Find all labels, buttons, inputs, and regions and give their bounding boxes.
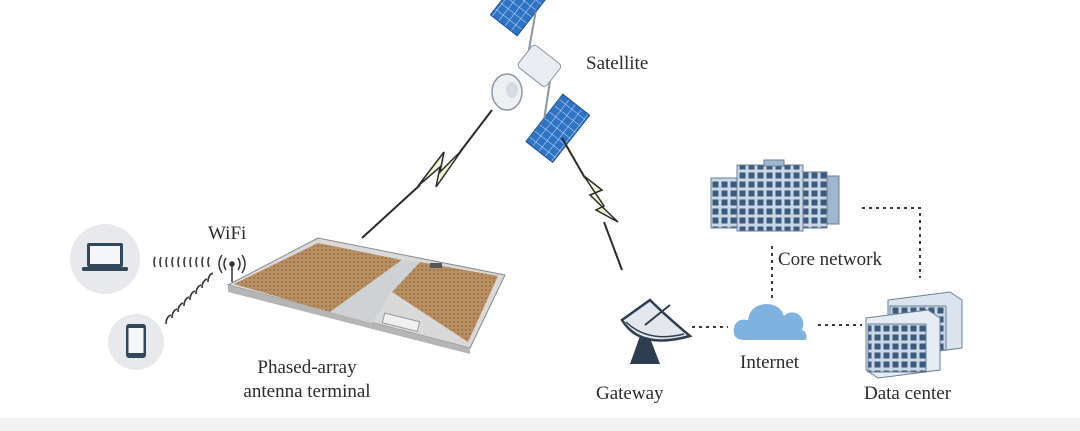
cloud-icon — [733, 304, 807, 340]
data-center-label: Data center — [864, 383, 952, 404]
terminal-label: Phased-array antenna terminal — [222, 356, 392, 404]
terminal-label-line2: antenna terminal — [243, 380, 371, 402]
building-icon — [710, 159, 840, 232]
dotted-connections — [692, 207, 921, 328]
satellite-icon — [489, 0, 591, 164]
server-building-icon — [865, 291, 963, 379]
phased-array-terminal-icon — [226, 237, 506, 354]
terminal-label-line1: Phased-array — [257, 357, 357, 378]
wifi-antenna-icon — [218, 254, 246, 282]
wifi-label: WiFi — [208, 223, 247, 244]
wifi-signal-waves — [153, 256, 214, 325]
gateway-label: Gateway — [596, 383, 664, 404]
link-satellite-gateway — [561, 137, 623, 271]
satellite-dish-icon — [620, 298, 693, 364]
core-network-label: Core network — [778, 249, 882, 270]
link-terminal-satellite — [361, 109, 493, 239]
bottom-divider — [0, 418, 1080, 431]
smartphone-icon — [108, 314, 164, 370]
satellite-label: Satellite — [586, 53, 649, 74]
internet-label: Internet — [740, 352, 800, 373]
laptop-icon — [70, 224, 140, 294]
